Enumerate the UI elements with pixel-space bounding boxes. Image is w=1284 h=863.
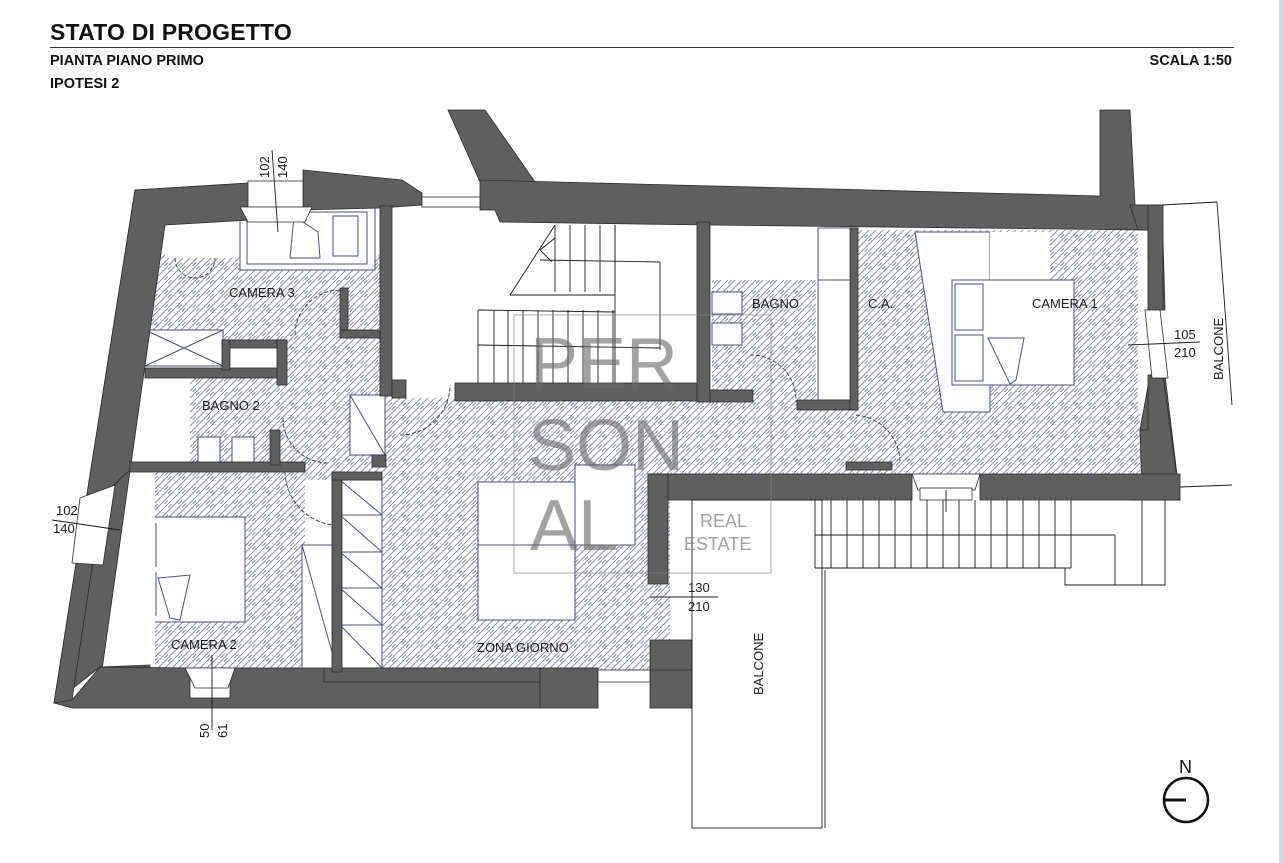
dim-zona-giorno-door-height: 210	[688, 599, 710, 614]
balcone-east	[1161, 201, 1233, 488]
plan-subtitle: PIANTA PIANO PRIMO	[50, 53, 204, 69]
room-label-bagno: BAGNO	[752, 296, 799, 311]
door-swings	[174, 257, 901, 526]
watermark-line-1: PER	[530, 324, 678, 404]
dim-camera3-height: 140	[275, 156, 290, 178]
compass-label: N	[1179, 757, 1192, 777]
room-label-ca: C.A.	[868, 296, 893, 311]
watermark-line-3: AL	[530, 486, 618, 566]
room-label-balcone-south: BALCONE	[751, 633, 766, 695]
room-label-camera-1: CAMERA 1	[1032, 296, 1098, 311]
wall-bagno-west	[696, 221, 711, 403]
wall-bagno2-south	[129, 461, 306, 473]
scrollbar-edge	[1279, 0, 1284, 863]
dim-zona-giorno-door-width: 130	[688, 580, 710, 595]
plan-scale: SCALA 1:50	[1149, 53, 1232, 69]
dim-camera2-west-width: 102	[56, 503, 78, 518]
watermark-tagline-2: ESTATE	[684, 534, 751, 554]
exterior-stair	[814, 490, 1166, 586]
dim-camera1-door-width: 105	[1174, 327, 1196, 342]
window-openings	[71, 180, 1169, 699]
staircase-interior	[392, 218, 697, 398]
balcone-south	[691, 499, 826, 829]
dim-camera2-south-width: 50	[197, 724, 212, 738]
watermark-tagline-1: REAL	[700, 511, 747, 531]
watermark-logo: PER SON AL REAL ESTATE	[513, 314, 772, 574]
dim-camera3-width: 102	[257, 156, 272, 178]
room-label-camera-2: CAMERA 2	[171, 637, 237, 652]
furniture	[105, 204, 1075, 671]
dining-table	[477, 481, 576, 621]
room-label-zona-giorno: ZONA GIORNO	[477, 640, 569, 655]
room-label-camera-3: CAMERA 3	[229, 285, 295, 300]
dim-camera2-south-height: 61	[215, 724, 230, 738]
wall-diagonal-north	[447, 109, 536, 183]
header-divider	[50, 47, 1234, 48]
wall-stair-west	[379, 205, 393, 397]
walls	[53, 109, 1181, 709]
dim-camera1-door-height: 210	[1174, 345, 1196, 360]
wall-ca-camera1	[849, 227, 859, 411]
room-label-bagno-2: BAGNO 2	[202, 398, 260, 413]
plan-variant: IPOTESI 2	[50, 76, 120, 92]
wall-north-camera3	[302, 169, 423, 211]
page-title: STATO DI PROGETTO	[50, 19, 292, 45]
dim-camera2-west-height: 140	[53, 521, 75, 536]
dimension-leaders	[51, 149, 1201, 730]
watermark-line-2: SON	[528, 406, 684, 486]
room-label-balcone-east: BALCONE	[1211, 318, 1226, 380]
north-compass: N	[1162, 757, 1210, 824]
